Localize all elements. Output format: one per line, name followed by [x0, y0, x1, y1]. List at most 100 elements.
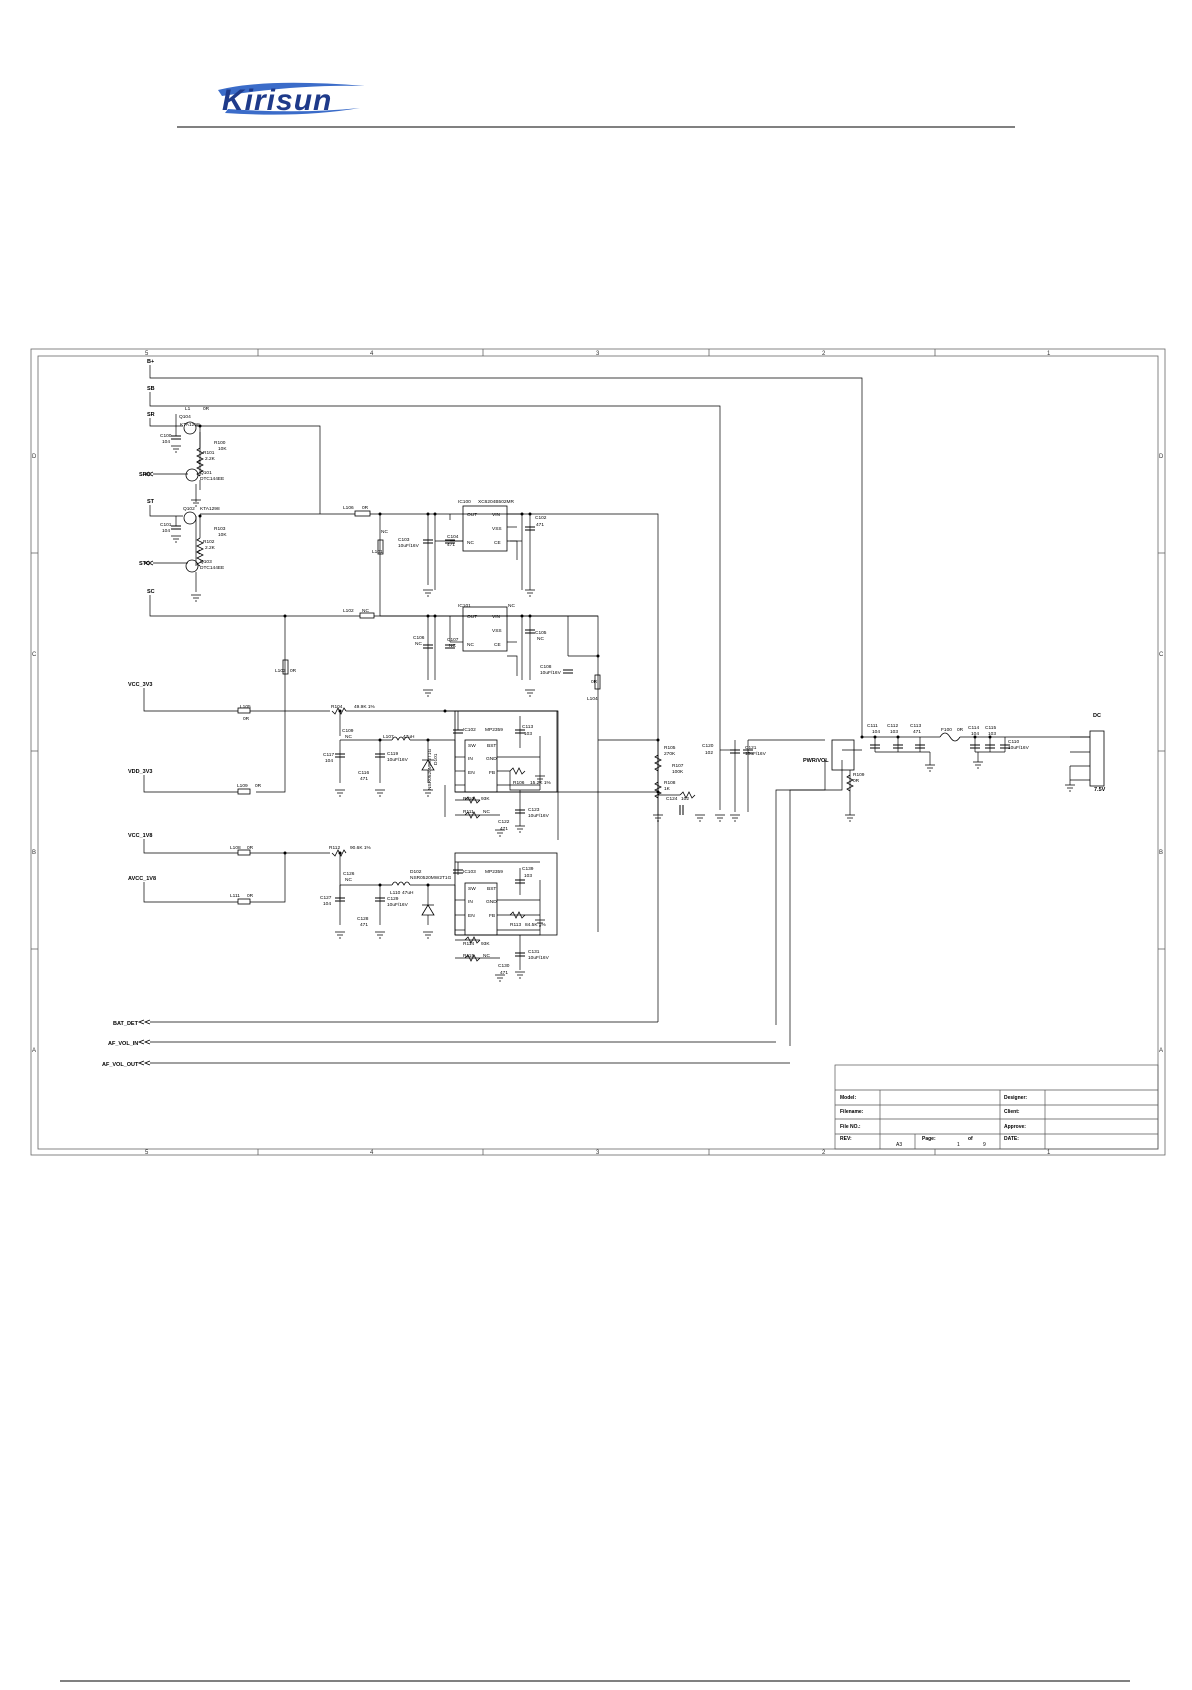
label-c131-val: 10uF/16V [528, 955, 550, 961]
label-c111-val: 104 [872, 729, 880, 735]
label-c117-val: 104 [325, 758, 333, 764]
label-c106-val: NC [415, 641, 422, 647]
pin-ic103-gnd: GND [486, 899, 497, 905]
label-c120-val: 102 [705, 750, 713, 756]
junctions [198, 424, 992, 887]
zone-top-1: 1 [1047, 351, 1051, 357]
label-q102: Q102 [183, 506, 195, 512]
net-dc: DC [1093, 713, 1101, 719]
label-c117: C117 [323, 752, 334, 758]
logo-text: Kirisun [222, 84, 332, 117]
label-r101-val: 2.2K [205, 456, 216, 462]
label-c109-val: NC [345, 734, 352, 740]
ic100-body [462, 505, 508, 552]
label-q102-part: KTA1298 [200, 506, 220, 512]
net-vcc-3v3: VCC_3V3 [128, 682, 152, 688]
ic103-body [464, 882, 498, 936]
component-labels: L1 0R Q104 KTA1298 C100 104 R100 10K R10… [160, 406, 1030, 976]
pwr-vol-switch-body [831, 739, 855, 771]
pin-ic101-nc: NC [467, 642, 474, 648]
label-r104-val: 49.9K 1% [354, 704, 376, 710]
label-r114-val: 93K [481, 941, 490, 947]
zone-left-a: A [32, 1048, 36, 1054]
title-size-value: A3 [896, 1142, 902, 1148]
pin-ic103-bst: BST [487, 886, 496, 892]
symbols [137, 421, 1105, 1066]
title-of-label: of [968, 1136, 973, 1142]
label-c139: C139 [522, 866, 534, 872]
label-c128: C128 [357, 916, 369, 922]
label-l106: L106 [343, 505, 354, 511]
label-l102-val: NC [362, 608, 369, 614]
label-r105: R105 [664, 745, 676, 751]
label-r113: R113 [510, 922, 521, 928]
zone-top-3: 3 [596, 351, 600, 357]
label-r104: R104 [331, 704, 343, 710]
label-c127: C127 [320, 895, 332, 901]
label-q103: Q103 [200, 559, 212, 565]
pin-ic102-gnd: GND [486, 756, 497, 762]
pin-ic102-en: EN [468, 770, 475, 776]
label-c115-val: 103 [988, 731, 996, 737]
label-d102-part: NSR0520MW2T1G [410, 875, 452, 881]
label-r101: R101 [203, 450, 215, 456]
label-l105: L105 [240, 704, 251, 710]
net-stc: STC [139, 561, 150, 567]
label-l102: L102 [343, 608, 354, 614]
net-src: SRC [139, 472, 151, 478]
label-r115-val: NC [483, 953, 490, 959]
label-c126-val: NC [345, 877, 352, 883]
label-c124-val: 102 [681, 796, 689, 802]
pin-ic102-bst: BST [487, 743, 496, 749]
sheet-frame [30, 348, 1166, 1156]
pin-ic102-in: IN [468, 756, 473, 762]
label-r107-val: 100K [672, 769, 684, 775]
title-designer-label: Designer: [1004, 1095, 1027, 1101]
label-r108-val: 1K [664, 786, 671, 792]
label-r106-val: 15.2K 1% [530, 780, 552, 786]
title-page-total: 9 [983, 1142, 986, 1148]
label-c121-val: 10uF/16V [745, 751, 767, 757]
net-b-plus: B+ [147, 359, 154, 365]
net-af-vol-out: AF_VOL_OUT [102, 1062, 139, 1068]
net-pwr-vol: PWR/VOL [803, 758, 829, 764]
label-c126: C126 [343, 871, 355, 877]
net-st: ST [147, 499, 155, 505]
zone-right-a: A [1159, 1048, 1163, 1054]
label-c106: C106 [413, 635, 425, 641]
label-r100-val: 10K [218, 446, 227, 452]
label-c104: C104 [447, 534, 459, 540]
label-c129-val: 10uF/16V [387, 902, 409, 908]
pin-ic100-vin: VIN [492, 512, 501, 518]
label-l106-val: 0R [362, 505, 369, 511]
zone-left-b: B [32, 850, 36, 856]
label-l109: L109 [237, 783, 248, 789]
label-c114: C114 [968, 725, 979, 731]
label-l104-val: 0R [591, 679, 598, 685]
label-c123: C123 [528, 807, 540, 813]
zone-right-b: B [1159, 850, 1163, 856]
label-r111: R111 [463, 809, 474, 815]
label-l107: L107 [383, 734, 394, 740]
net-sc: SC [147, 589, 155, 595]
label-c112: C112 [887, 723, 898, 729]
label-c107: C107 [447, 637, 459, 643]
pin-ic103-sw: SW [468, 886, 476, 892]
pin-ic103-en: EN [468, 913, 475, 919]
label-c105: C105 [535, 630, 547, 636]
label-ic101: IC101 [458, 603, 471, 609]
label-q101: Q101 [200, 470, 212, 476]
pin-ic101-out: OUT [467, 614, 477, 620]
label-c101: C101 [160, 522, 172, 528]
pin-ic102-sw: SW [468, 743, 476, 749]
pin-ic103-in: IN [468, 899, 473, 905]
label-l101: L101 [372, 549, 383, 555]
label-l101-val: NC [381, 529, 388, 535]
label-c113b-val: 471 [913, 729, 921, 735]
label-c101-val: 104 [162, 528, 170, 534]
title-approve-label: Approve: [1004, 1124, 1026, 1130]
label-c104-val: 471 [447, 542, 455, 548]
label-c103-val: 10uF/16V [398, 543, 420, 549]
label-ic103-part: MP2359 [485, 869, 503, 875]
